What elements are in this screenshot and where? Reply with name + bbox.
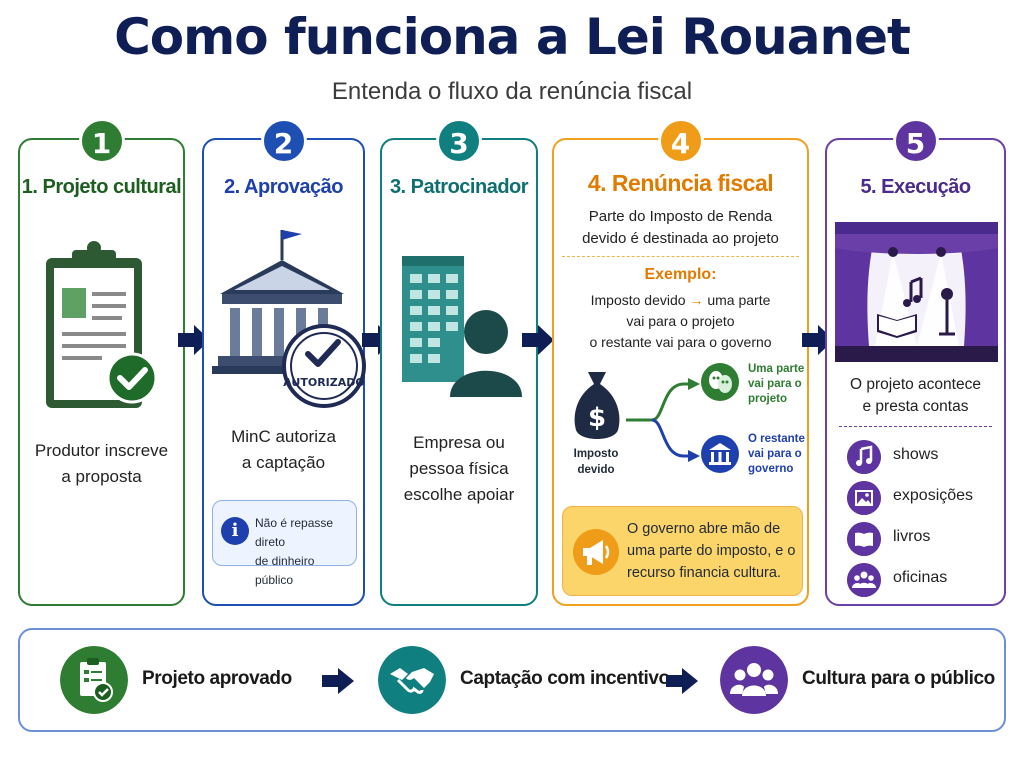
- divider: [839, 426, 992, 427]
- step-card-projeto-cultural: 1 1. Projeto cultural Produtor inscreve …: [18, 118, 185, 606]
- arrow-right-icon: [322, 668, 354, 694]
- stage-icon: [835, 222, 998, 362]
- clipboard-check-icon: [46, 241, 158, 408]
- step-description: Produtor inscreve a proposta: [34, 441, 169, 486]
- divider: [562, 256, 799, 257]
- example-text: Imposto devido → uma parte vai para o pr…: [589, 292, 772, 350]
- step-title: 4. Renúncia fiscal: [587, 170, 774, 196]
- flow-label: Captação com incentivo: [460, 668, 670, 689]
- flow-label: Cultura para o público: [802, 668, 995, 689]
- step-number-badge: 3: [436, 118, 482, 164]
- megaphone-icon: [573, 529, 619, 575]
- step-title: 3. Patrocinador: [389, 176, 529, 198]
- step-description: MinC autoriza a captação: [231, 427, 336, 472]
- page-subtitle: Entenda o fluxo da renúncia fiscal: [331, 78, 693, 105]
- split-arrows: [626, 378, 700, 462]
- step-number-badge: 1: [78, 118, 125, 164]
- step-number-badge: 2: [260, 118, 307, 164]
- example-title: Exemplo:: [644, 266, 717, 283]
- highlight-note: O governo abre mão de uma parte do impos…: [562, 506, 803, 596]
- step-card-aprovacao: 2 2. Aprovação AUTORIZADO MinC autoriza …: [202, 118, 366, 606]
- summary-flow: Projeto aprovado Captação com incentivo …: [18, 628, 1006, 732]
- step-description: O projeto acontece e presta contas: [850, 376, 981, 415]
- money-bag-icon: $: [574, 372, 620, 439]
- info-note: i Não é repasse direto de dinheiro públi…: [212, 500, 357, 587]
- company-person-icon: [402, 256, 522, 397]
- step-number-badge: 5: [892, 118, 939, 164]
- branch-label-project: Uma parte vai para o projeto: [748, 363, 805, 405]
- stamp-label: AUTORIZADO: [283, 376, 365, 389]
- step-card-execucao: 5 5. Execução O projeto acontece e prest…: [825, 118, 1006, 606]
- music-note-icon: [847, 440, 881, 474]
- people-group-icon: [847, 563, 881, 597]
- bag-label: Imposto devido: [573, 448, 619, 476]
- arrow-right-icon: [522, 325, 554, 355]
- theater-masks-icon: [701, 363, 739, 401]
- svg-text:$: $: [588, 403, 606, 433]
- info-icon: i: [221, 517, 249, 545]
- people-group-icon: [720, 646, 788, 714]
- flow-label: Projeto aprovado: [142, 668, 292, 689]
- step-number-badge: 4: [657, 118, 704, 164]
- picture-icon: [847, 481, 881, 515]
- step-card-renuncia-fiscal: 4 4. Renúncia fiscal Parte do Imposto de…: [552, 118, 809, 606]
- step-description: Parte do Imposto de Renda devido é desti…: [582, 208, 779, 247]
- page-title: Como funciona a Lei Rouanet: [114, 8, 911, 66]
- step-title: 1. Projeto cultural: [21, 176, 182, 198]
- handshake-icon: [378, 646, 446, 714]
- book-icon: [847, 522, 881, 556]
- clipboard-check-icon: [60, 646, 128, 714]
- step-title: 2. Aprovação: [224, 176, 343, 198]
- arrow-right-icon: [666, 668, 698, 694]
- government-building-icon: [701, 435, 739, 473]
- step-card-patrocinador: 3 3. Patrocinador Empresa ou pessoa físi…: [380, 118, 538, 606]
- step-title: 5. Execução: [860, 176, 971, 198]
- government-building-icon: AUTORIZADO: [212, 230, 366, 408]
- branch-label-government: O restante vai para o governo: [748, 433, 805, 475]
- step-description: Empresa ou pessoa física escolhe apoiar: [403, 433, 515, 504]
